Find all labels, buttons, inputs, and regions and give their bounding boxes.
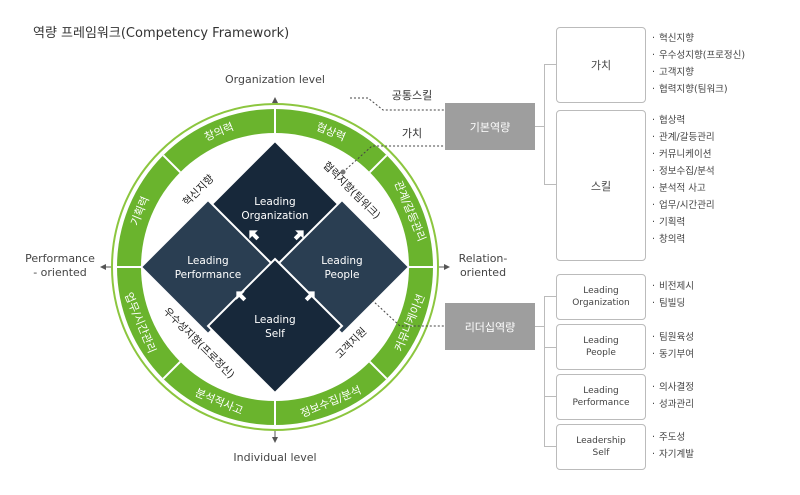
list-item: 창의력 (652, 231, 715, 248)
axis-right-label: Relation-oriented (459, 252, 508, 279)
connector (535, 126, 544, 127)
list-item: 관계/갈등관리 (652, 129, 715, 146)
arrow-icon (304, 291, 315, 302)
ring-divider (162, 154, 181, 173)
list-item: 팀원육성 (652, 329, 694, 346)
connector (544, 446, 556, 447)
list-item: 분석적 사고 (652, 180, 715, 197)
page-title: 역량 프레임워크(Competency Framework) (33, 26, 290, 41)
ring-divider (162, 361, 181, 380)
group-leading-people: Leading People (556, 324, 646, 370)
list-item: 커뮤니케이션 (652, 146, 715, 163)
list-item: 기획력 (652, 214, 715, 231)
ring-divider (369, 154, 388, 173)
list-item: 주도성 (652, 429, 694, 446)
arrow-icon (249, 230, 260, 241)
pointer-lines: 공통스킬 가치 (340, 89, 445, 327)
list-item: 협력지향(팀워크) (652, 81, 745, 98)
pointer-value: 가치 (402, 127, 422, 140)
connector (544, 396, 556, 397)
axis-bottom-label: Individual level (233, 451, 316, 464)
arrow-icon (236, 291, 247, 302)
list-item: 우수성지향(프로정신) (652, 47, 745, 64)
leading-people-items: 팀원육성 동기부여 (652, 329, 694, 363)
list-item: 성과관리 (652, 396, 694, 413)
list-item: 고객지향 (652, 64, 745, 81)
arrow-icon (293, 230, 304, 241)
value-items: 혁신지향 우수성지향(프로정신) 고객지향 협력지향(팀워크) (652, 30, 745, 98)
list-item: 정보수집/분석 (652, 163, 715, 180)
list-item: 자기계발 (652, 446, 694, 463)
diamond-arrows (236, 230, 315, 302)
leading-organization-items: 비전제시 팀빌딩 (652, 278, 694, 312)
pointer-common-skill: 공통스킬 (392, 89, 432, 102)
connector (544, 296, 556, 297)
ring-divider (369, 361, 388, 380)
leading-performance-items: 의사결정 성과관리 (652, 379, 694, 413)
connector (544, 347, 556, 348)
connector (544, 64, 556, 65)
list-item: 동기부여 (652, 346, 694, 363)
axis-labels: Organization level Individual level Perf… (25, 73, 507, 464)
list-item: 팀빌딩 (652, 295, 694, 312)
list-item: 협상력 (652, 112, 715, 129)
connector (544, 64, 545, 185)
leadership-self-items: 주도성 자기계발 (652, 429, 694, 463)
group-leading-organization: Leading Organization (556, 274, 646, 320)
skill-items: 협상력 관계/갈등관리 커뮤니케이션 정보수집/분석 분석적 사고 업무/시간관… (652, 112, 715, 248)
axis-left-label: Performance- oriented (25, 252, 95, 279)
group-leading-performance: Leading Performance (556, 374, 646, 420)
ring-dividers (117, 109, 433, 425)
group-value: 가치 (556, 27, 646, 103)
list-item: 의사결정 (652, 379, 694, 396)
connector (544, 296, 545, 446)
category-basic: 기본역량 (445, 103, 535, 150)
group-leadership-self: Leadership Self (556, 424, 646, 470)
connector (544, 184, 556, 185)
group-skill: 스킬 (556, 110, 646, 261)
category-leadership: 리더십역량 (445, 303, 535, 350)
connector (535, 326, 544, 327)
list-item: 업무/시간관리 (652, 197, 715, 214)
axis-top-label: Organization level (225, 73, 325, 86)
list-item: 비전제시 (652, 278, 694, 295)
list-item: 혁신지향 (652, 30, 745, 47)
